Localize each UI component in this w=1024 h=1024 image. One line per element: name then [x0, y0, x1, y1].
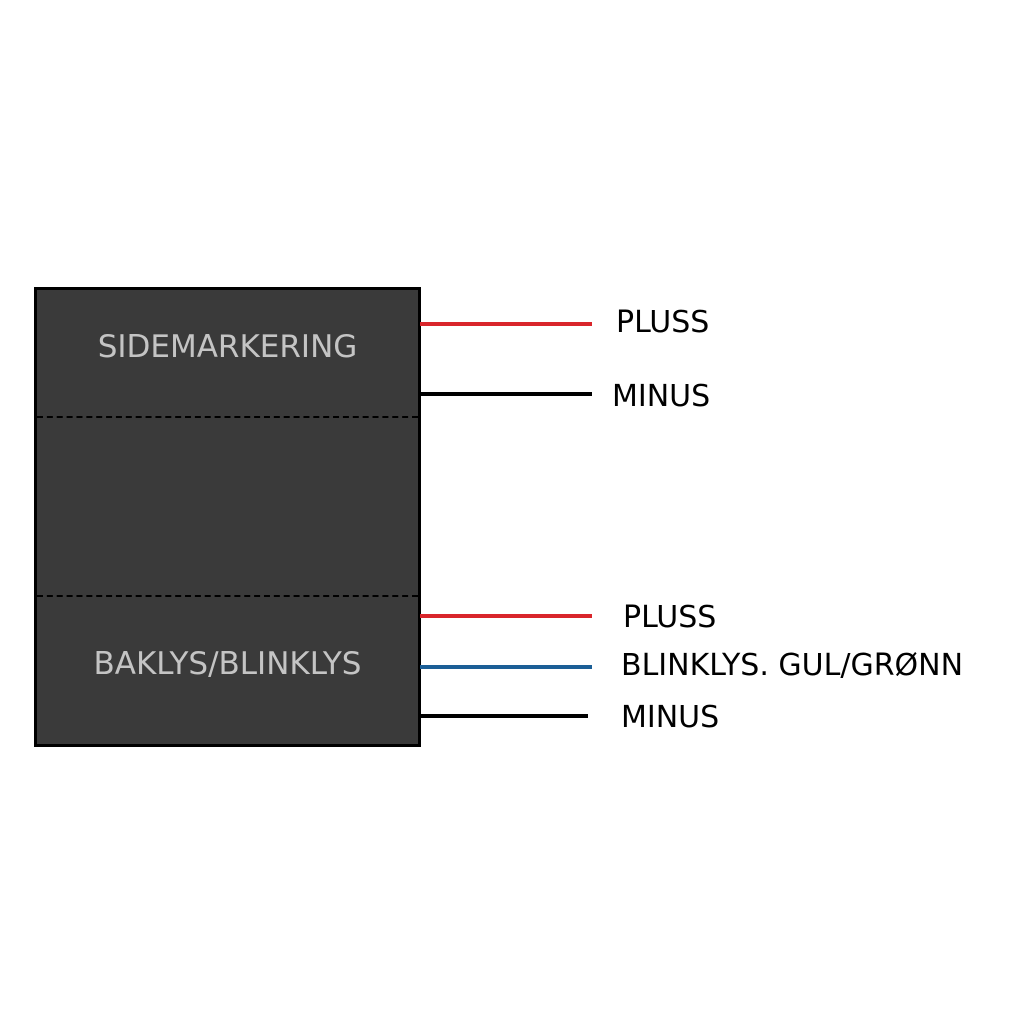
section-divider [37, 595, 418, 597]
wire-minus-sidemarkering [420, 392, 592, 396]
wire-label-pluss: PLUSS [623, 600, 717, 635]
wire-pluss-sidemarkering [420, 322, 592, 326]
wire-label-minus: MINUS [621, 700, 720, 735]
section-divider [37, 416, 418, 418]
section-label-baklys-blinklys: BAKLYS/BLINKLYS [93, 646, 362, 682]
wire-label-blinklys: BLINKLYS. GUL/GRØNN [621, 648, 964, 683]
wire-pluss-baklys [420, 614, 592, 618]
wire-minus-baklys [420, 714, 588, 718]
wire-label-pluss: PLUSS [616, 305, 710, 340]
lamp-module-box [34, 287, 421, 747]
wire-blinklys [420, 665, 592, 669]
section-label-sidemarkering: SIDEMARKERING [97, 329, 358, 365]
wire-label-minus: MINUS [612, 379, 711, 414]
